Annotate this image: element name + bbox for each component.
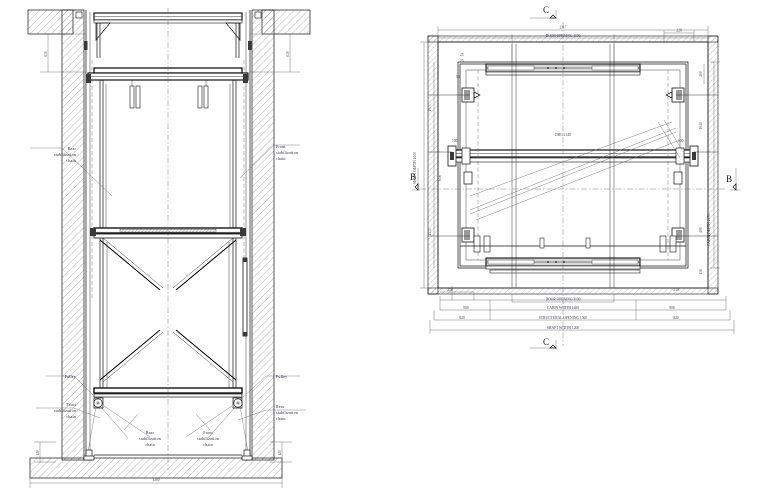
suspension-hangers <box>129 80 209 109</box>
dim-shaft-depth: SHAFT DEPTH 1600 <box>413 152 417 184</box>
dim-shaft-width: SHAFT WIDTH 1200 <box>547 326 579 330</box>
dim-cabin-depth: CABIN DEPTH 1350 <box>707 214 711 246</box>
right-shaft-wall <box>251 9 275 461</box>
plan-cabin-outline <box>459 63 687 267</box>
dim-structural-opening: STRUCTURAL OPENING 1560 <box>539 316 587 320</box>
dim-right-136: 136 <box>699 269 703 275</box>
lower-frame-bracing <box>99 237 237 392</box>
dim-left-656: 656 <box>438 175 442 181</box>
annotation-rear-chain-bottom-left: Rear stabilization chain <box>139 430 161 447</box>
dim-right-lower: 120 <box>278 450 282 456</box>
label-line: Rear <box>146 430 155 435</box>
plan-internal-rails <box>477 44 669 288</box>
plan-top-dimensions: 2117 DOOR OPENING 1100 220 <box>437 26 709 64</box>
label-line: stabilization <box>54 152 76 157</box>
annotation-front-chain-lower-left: Front stabilization chain <box>54 402 77 419</box>
label-line: chain <box>203 442 213 447</box>
dim-inner-50: 50 <box>456 75 460 79</box>
pit-slab-hatch <box>29 457 283 479</box>
section-marker-b-left: B <box>410 168 420 191</box>
annotation-pulley-left: Pulley <box>65 374 77 379</box>
plan-center-lines <box>420 22 726 346</box>
dim-cabin-width: CABIN WIDTH 1400 <box>547 306 579 310</box>
plan-bottom-dimensions: DOOR OPENING 1100 CABIN WIDTH 1400 STRUC… <box>429 286 735 334</box>
label-line: chain <box>276 416 286 421</box>
elevation-dimensions <box>29 33 300 488</box>
label-line: stabilization <box>276 410 298 415</box>
plan-bottom-rails <box>460 235 686 253</box>
bottom-pulleys <box>87 397 249 453</box>
label-line: Front <box>276 144 286 149</box>
left-elevation-view: Rear stabilization chain Front stabiliza… <box>27 8 311 488</box>
label-line: Front <box>203 430 213 435</box>
dim-top-right: 220 <box>676 29 682 33</box>
dim-left-1135: 1135 <box>428 228 432 235</box>
wall-anchor-brackets-top <box>75 11 262 50</box>
plan-diagonal-chains <box>469 119 683 221</box>
dim-right-400: 400 <box>699 227 703 233</box>
label-line: Front <box>66 402 76 407</box>
label-line: stabilization <box>197 436 219 441</box>
dim-bottom-right-900: 900 <box>669 306 675 310</box>
upper-car-box <box>99 80 237 232</box>
dim-bottom-far-left-210: 210 <box>447 288 453 292</box>
right-detail-bar <box>242 257 248 337</box>
dim-left-1073: 1073 <box>428 104 432 111</box>
dim-bottom-left-900: 900 <box>463 306 469 310</box>
dim-bottom-far-right-210: 210 <box>673 288 679 292</box>
dim-right-1040: 1040 <box>699 122 703 129</box>
left-shaft-wall <box>61 9 85 461</box>
label-line: stabilization <box>276 150 298 155</box>
label-line: Pulley <box>276 374 288 379</box>
annotation-rear-chain-lower-right: Rear stabilization chain <box>276 404 298 421</box>
label-line: chain <box>145 442 155 447</box>
dim-door-opening-bottom: DOOR OPENING 1100 <box>546 298 581 302</box>
dim-inner-25a: 25 <box>460 53 464 57</box>
annotation-rear-chain-upper: Rear stabilization chain <box>54 146 76 163</box>
label-line: Rear <box>276 404 285 409</box>
section-label-c-bottom: C <box>543 337 549 347</box>
annotation-front-chain-upper: Front stabilization chain <box>276 144 298 161</box>
annotation-leaders <box>30 144 306 431</box>
dim-inner-left-100: 100 <box>452 139 458 143</box>
annotation-pulley-right: Pulley <box>276 374 288 379</box>
label-line: chain <box>276 156 286 161</box>
plan-right-dimensions: CABIN DEPTH 1350 200 1040 400 136 <box>699 61 720 275</box>
dim-right-200: 200 <box>699 71 703 77</box>
label-line: stabilization <box>139 436 161 441</box>
dim-inner-25b: 25 <box>460 59 464 63</box>
dim-inner-right-100: 100 <box>678 139 684 143</box>
section-label-b-right: B <box>726 174 732 184</box>
bottom-feet <box>83 449 253 461</box>
dim-left-upper: 630 <box>44 51 48 57</box>
label-line: Rear <box>68 146 77 151</box>
dim-right-upper: 630 <box>286 51 290 57</box>
annotation-front-chain-bottom-right: Front stabilization chain <box>197 430 219 447</box>
label-line: chain <box>66 414 76 419</box>
dim-bottom-right-820: 820 <box>673 316 679 320</box>
dim-bottom-left-820: 820 <box>459 316 465 320</box>
section-marker-c-bottom: C <box>530 337 557 350</box>
section-marker-b-right: B <box>726 168 740 191</box>
plan-wall-extensions <box>427 35 719 295</box>
dim-overall-width: 1200 <box>152 478 159 482</box>
plan-center-beam <box>447 145 699 185</box>
label-line: Pulley <box>65 374 77 379</box>
dim-top-small: 2117 <box>559 26 566 30</box>
right-plan-view: C C B B <box>410 5 740 350</box>
machine-beam-gussets <box>95 22 241 58</box>
dim-left-lower: 120 <box>36 450 40 456</box>
section-label-c-top: C <box>543 5 549 15</box>
section-marker-c-top: C <box>530 5 557 19</box>
plan-center-label: DRG 2140 <box>555 133 571 137</box>
section-label-b-left: B <box>410 172 416 182</box>
label-line: stabilization <box>54 408 76 413</box>
dim-top-door-opening: DOOR OPENING 1100 <box>546 34 581 38</box>
plan-left-dimensions: SHAFT DEPTH 1600 1073 1135 656 <box>413 41 442 289</box>
label-line: chain <box>66 158 76 163</box>
